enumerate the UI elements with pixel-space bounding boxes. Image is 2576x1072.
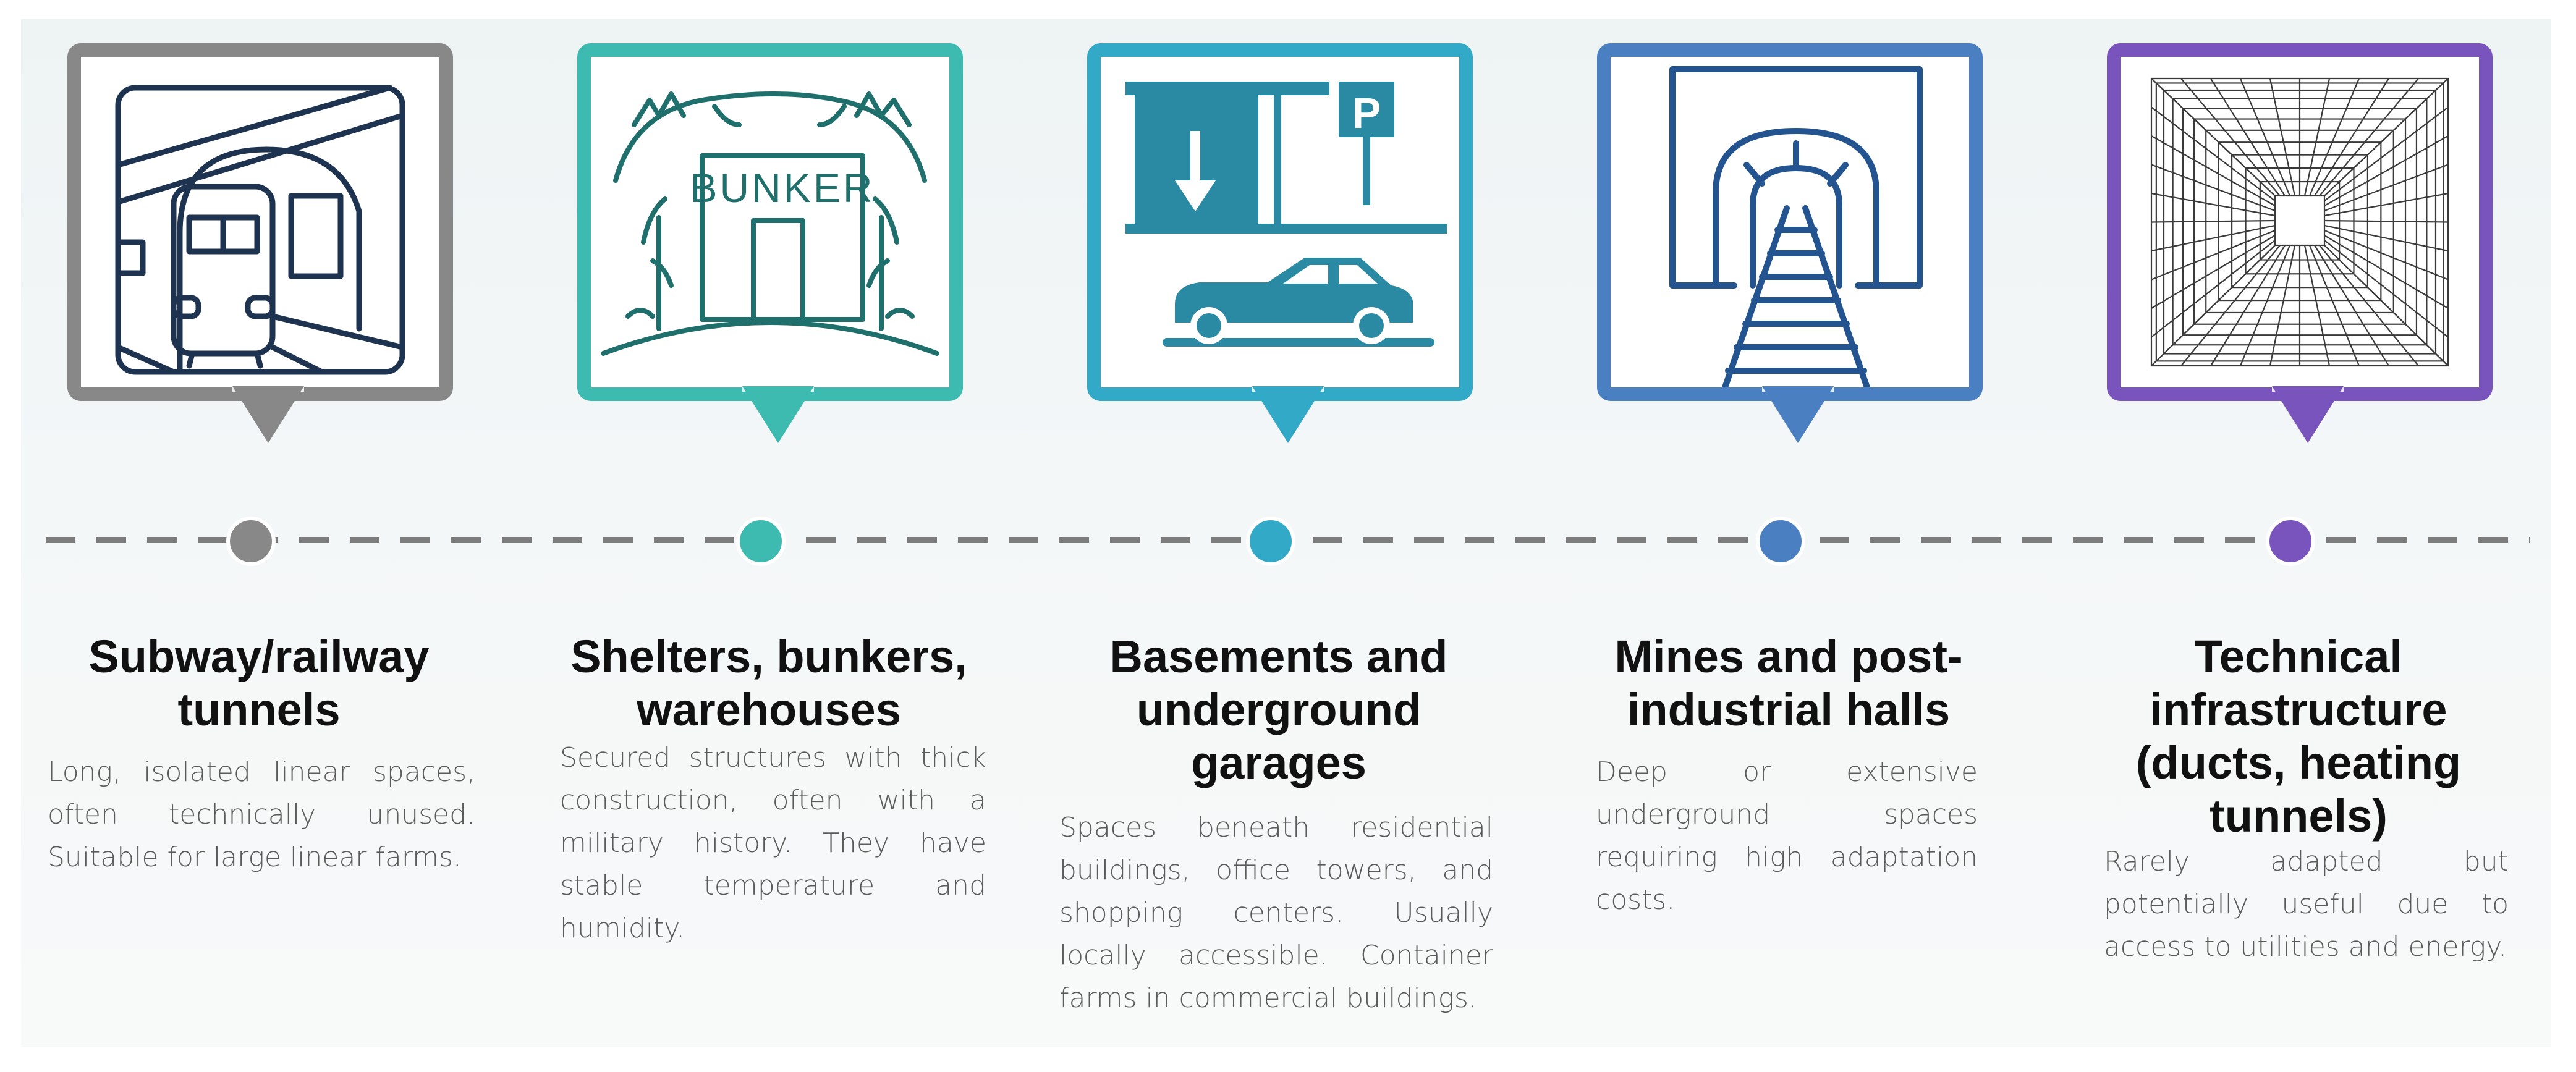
timeline-dot	[1246, 517, 1295, 566]
bunker-sign-text: BUNKER	[690, 165, 875, 211]
timeline-diagram: Subway/railway tunnels Long, isolated li…	[21, 19, 2551, 1047]
pointer-triangle	[742, 386, 814, 443]
step-description: Secured structures with thick constructi…	[560, 742, 986, 944]
bunker-icon: BUNKER	[601, 91, 939, 356]
icon-frame-infrastructure	[2107, 43, 2493, 401]
icon-frame-basements: P	[1087, 43, 1473, 401]
timeline-dot	[2266, 517, 2315, 566]
icon-frame-bunkers: BUNKER	[577, 43, 963, 401]
underground-garage-icon: P	[1125, 82, 1447, 347]
step-description: Long, isolated linear spaces, often tech…	[48, 756, 475, 873]
step-title: Mines and post-industrial halls	[1614, 631, 1963, 735]
pointer-triangle	[1762, 386, 1834, 443]
pointer-triangle	[1252, 386, 1324, 443]
step-title: Shelters, bunkers, warehouses	[570, 631, 967, 735]
timeline-dot	[226, 517, 276, 566]
step-description: Rarely adapted but potentially useful du…	[2104, 846, 2509, 963]
step-title: Basements and underground garages	[1109, 631, 1448, 788]
step-description: Spaces beneath residential buildings, of…	[1059, 812, 1493, 1014]
icon-frame-mines	[1597, 43, 1983, 401]
subway-train-icon	[115, 85, 405, 375]
timeline-dot	[1756, 517, 1805, 566]
pointer-triangle	[2272, 386, 2344, 443]
pointer-triangle	[232, 386, 304, 443]
timeline-dot	[736, 517, 786, 566]
step-title: Technical infrastructure (ducts, heating…	[2135, 631, 2462, 842]
mine-tunnel-track-icon	[1669, 66, 1923, 387]
infrastructure-tunnel-grid-icon	[2150, 77, 2449, 367]
step-title: Subway/railway tunnels	[88, 631, 430, 735]
step-description: Deep or extensive underground spaces req…	[1596, 756, 1978, 916]
parking-sign-text: P	[1352, 89, 1381, 137]
icon-frame-subway	[67, 43, 453, 401]
